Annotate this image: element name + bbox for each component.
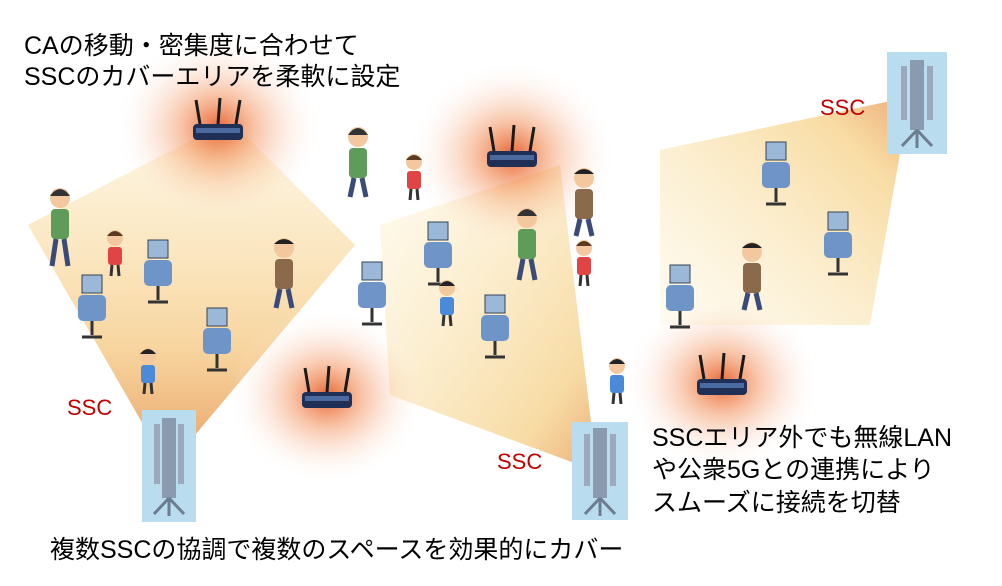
ssc-label-left: SSC <box>67 395 113 420</box>
robot-icon <box>824 211 852 276</box>
robot-icon <box>358 261 386 326</box>
wifi-router-icon <box>302 365 352 408</box>
ssc-antenna-icon <box>142 410 196 522</box>
ssc-label-right: SSC <box>820 95 866 120</box>
robot-icon <box>78 274 106 339</box>
person-icon <box>347 127 369 198</box>
wifi-router-icon <box>193 97 243 140</box>
caption-right-line3: スムーズに接続を切替 <box>652 489 901 517</box>
robot-icon <box>203 307 231 372</box>
person-icon <box>573 168 595 237</box>
child-icon <box>439 280 455 327</box>
ssc-label-middle: SSC <box>497 449 543 474</box>
caption-top-line1: CAの移動・密集度に合わせて <box>24 32 359 60</box>
ssc-beam-right <box>660 100 905 325</box>
caption-right-line1: SSCエリア外でも無線LAN <box>652 424 953 452</box>
robot-icon <box>762 141 790 206</box>
person-icon <box>741 242 763 311</box>
person-icon <box>516 208 538 281</box>
wifi-router-icon <box>487 124 537 167</box>
child-icon <box>107 230 123 277</box>
ssc-antenna-icon <box>887 52 947 154</box>
robot-icon <box>424 221 452 286</box>
child-icon <box>140 348 156 395</box>
robot-icon <box>666 264 694 329</box>
caption-right-line2: や公衆5Gとの連携により <box>652 456 935 484</box>
ssc-antenna-icon <box>572 422 628 520</box>
caption-top-line2: SSCのカバーエリアを柔軟に設定 <box>24 63 401 91</box>
child-icon <box>609 358 625 405</box>
robot-icon <box>481 294 509 359</box>
child-icon <box>406 154 422 201</box>
caption-bottom: 複数SSCの協調で複数のスペースを効果的にカバー <box>50 536 624 564</box>
wifi-router-icon <box>697 352 747 395</box>
child-icon <box>576 240 592 287</box>
robot-icon <box>144 239 172 304</box>
person-icon <box>273 238 295 309</box>
person-icon <box>49 188 71 267</box>
